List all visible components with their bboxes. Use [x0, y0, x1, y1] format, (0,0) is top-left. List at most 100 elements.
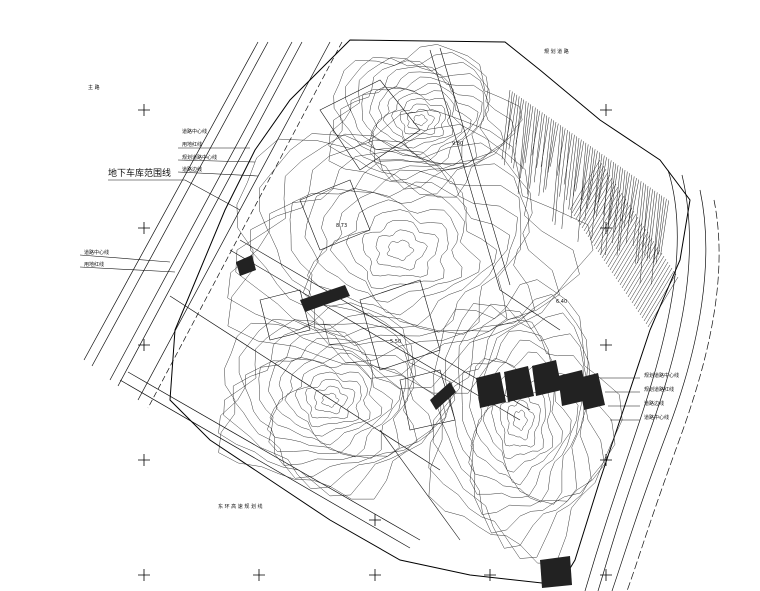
contour-line	[361, 71, 483, 166]
hatch-line	[581, 177, 613, 229]
hatch-line	[625, 243, 657, 295]
road-note: 道路边线	[644, 401, 665, 407]
hatch-line	[566, 134, 575, 201]
contour-line	[258, 337, 407, 459]
registration-cross	[600, 104, 612, 116]
hatch-line	[589, 150, 598, 201]
hatch-line	[575, 168, 607, 220]
hatch-line	[587, 186, 619, 238]
registration-cross	[138, 222, 150, 234]
hatch-line	[577, 142, 587, 242]
contour-line	[386, 239, 415, 261]
hatch-line	[571, 162, 603, 214]
hatch-line	[629, 249, 661, 301]
contour-line	[289, 160, 518, 335]
parking-block	[578, 373, 605, 410]
contour-line	[328, 44, 523, 198]
hatched-blocks	[236, 255, 605, 588]
hatch-line	[510, 96, 520, 164]
hatch-line	[639, 264, 671, 316]
spot-elevation: 5.50	[390, 339, 402, 345]
hatch-line	[658, 198, 667, 255]
road-note: 用地红线	[182, 142, 203, 148]
contour-line	[232, 323, 418, 479]
west-road-lines	[83, 41, 441, 549]
hatch-line	[504, 91, 513, 166]
parking-block	[504, 366, 534, 402]
south-note: 东 环 高 速 规 划 线	[218, 504, 263, 510]
hatch-line	[589, 189, 621, 241]
hatch-line	[630, 179, 640, 223]
contour-line	[432, 303, 605, 549]
road-note: 规划道路中心线	[182, 155, 218, 161]
hatch-line	[556, 128, 566, 176]
slope-hatching	[501, 89, 679, 328]
registration-cross	[600, 339, 612, 351]
contour-line	[235, 133, 560, 379]
registration-cross	[600, 569, 612, 581]
contour-line	[368, 76, 479, 165]
hatch-line	[593, 153, 603, 216]
contour-line	[227, 109, 594, 394]
contour-line	[412, 114, 428, 127]
hatch-line	[601, 207, 633, 259]
hatch-line	[547, 121, 557, 173]
hatch-line	[522, 104, 531, 170]
hatch-line	[660, 200, 669, 255]
hatch-line	[617, 231, 649, 283]
hatch-line	[531, 110, 541, 156]
hatch-line	[651, 193, 660, 285]
hatch-line	[609, 219, 641, 271]
contour-line	[375, 229, 428, 271]
hatch-line	[597, 201, 629, 253]
hatch-line	[598, 157, 607, 203]
hatch-line	[631, 252, 663, 304]
hatch-line	[508, 94, 518, 150]
contour-line	[406, 108, 435, 132]
hatch-line	[633, 255, 665, 307]
hatch-line	[623, 240, 655, 292]
contour-line	[345, 209, 449, 290]
hatch-line	[613, 225, 645, 277]
hatch-line	[550, 123, 559, 167]
contour-line	[468, 339, 579, 503]
hatch-line	[577, 171, 609, 223]
road-note: 道路中心线	[182, 129, 208, 135]
contour-line	[428, 279, 623, 564]
hatch-line	[552, 125, 561, 222]
hatch-line	[543, 118, 552, 193]
hatch-line	[569, 159, 601, 211]
registration-cross	[369, 569, 381, 581]
contour-line	[370, 83, 472, 161]
contour-line	[340, 60, 492, 182]
hatch-line	[605, 213, 637, 265]
hatch-line	[596, 155, 605, 217]
hatch-line	[605, 161, 614, 256]
contour-line	[314, 385, 349, 415]
hatch-line	[616, 169, 626, 256]
contour-line	[316, 191, 481, 316]
road-note: 规划道路红线	[644, 387, 675, 393]
contour-line	[440, 309, 592, 534]
hatch-line	[611, 222, 643, 274]
parking-block	[476, 372, 506, 408]
hatch-line	[612, 166, 621, 244]
hatch-line	[563, 133, 573, 185]
hatch-line	[570, 137, 580, 219]
parking-block	[532, 360, 562, 396]
hatch-line	[561, 131, 571, 229]
contour-line	[250, 139, 535, 364]
contour-lines	[218, 44, 623, 564]
hatch-line	[582, 145, 591, 201]
hatch-line	[517, 101, 527, 194]
hatch-line	[643, 270, 675, 322]
registration-cross	[369, 514, 381, 526]
hatch-line	[591, 192, 623, 244]
hatch-line	[585, 183, 617, 235]
contour-line	[350, 65, 485, 172]
hatch-line	[586, 149, 596, 210]
road-note: 道路中心线	[644, 415, 670, 421]
hatch-line	[642, 187, 651, 248]
hatch-line	[655, 197, 665, 264]
contour-line	[284, 364, 371, 437]
